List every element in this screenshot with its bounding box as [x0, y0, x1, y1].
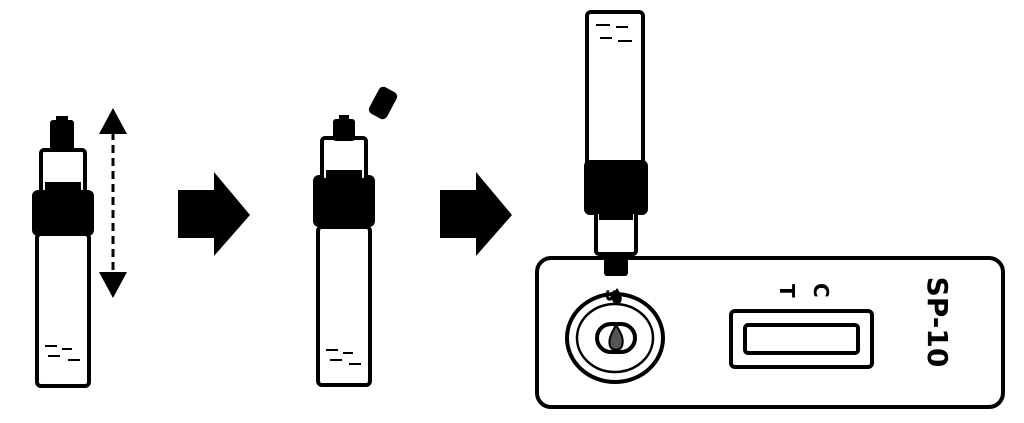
- tube-body: [585, 10, 645, 174]
- tube-cap-band: [584, 160, 648, 215]
- liquid-marks: [326, 349, 361, 365]
- extraction-tube-2: [313, 115, 375, 387]
- tube-body: [35, 232, 91, 388]
- shake-arrow-icon: [99, 108, 127, 298]
- tube-body: [316, 225, 372, 387]
- nozzle-opening: [339, 115, 349, 121]
- dropper-collar: [45, 182, 81, 190]
- tube-cap-band: [313, 175, 375, 227]
- tube-cap-band: [32, 190, 94, 236]
- removed-cap-icon: [368, 86, 398, 120]
- control-line-label: C: [809, 283, 833, 298]
- open-nozzle: [333, 119, 355, 141]
- falling-drop-icon: [612, 288, 622, 305]
- sample-well-label: S: [601, 289, 622, 302]
- test-cassette: S T C SP-10: [535, 256, 1005, 409]
- dropper-nozzle: [50, 120, 74, 152]
- dropper-collar: [326, 170, 362, 178]
- extraction-tube-1: [32, 116, 94, 388]
- sample-drop-icon: [608, 323, 624, 351]
- dropper-nozzle: [604, 252, 628, 276]
- test-line-label: T: [775, 284, 799, 298]
- step-1-shake-tube: [32, 108, 127, 388]
- next-step-arrow-icon: [440, 172, 512, 256]
- model-label: SP-10: [921, 277, 954, 368]
- result-window: [729, 309, 874, 369]
- inverted-extraction-tube: [584, 10, 648, 276]
- nozzle-tip: [56, 116, 68, 122]
- dropper-collar: [599, 212, 633, 220]
- next-step-arrow-icon: [178, 172, 250, 256]
- step-3-apply-sample: S T C SP-10: [535, 10, 1005, 409]
- liquid-marks: [45, 345, 80, 361]
- step-2-remove-cap: [313, 86, 398, 387]
- liquid-marks: [596, 24, 632, 42]
- sample-well: [565, 288, 665, 384]
